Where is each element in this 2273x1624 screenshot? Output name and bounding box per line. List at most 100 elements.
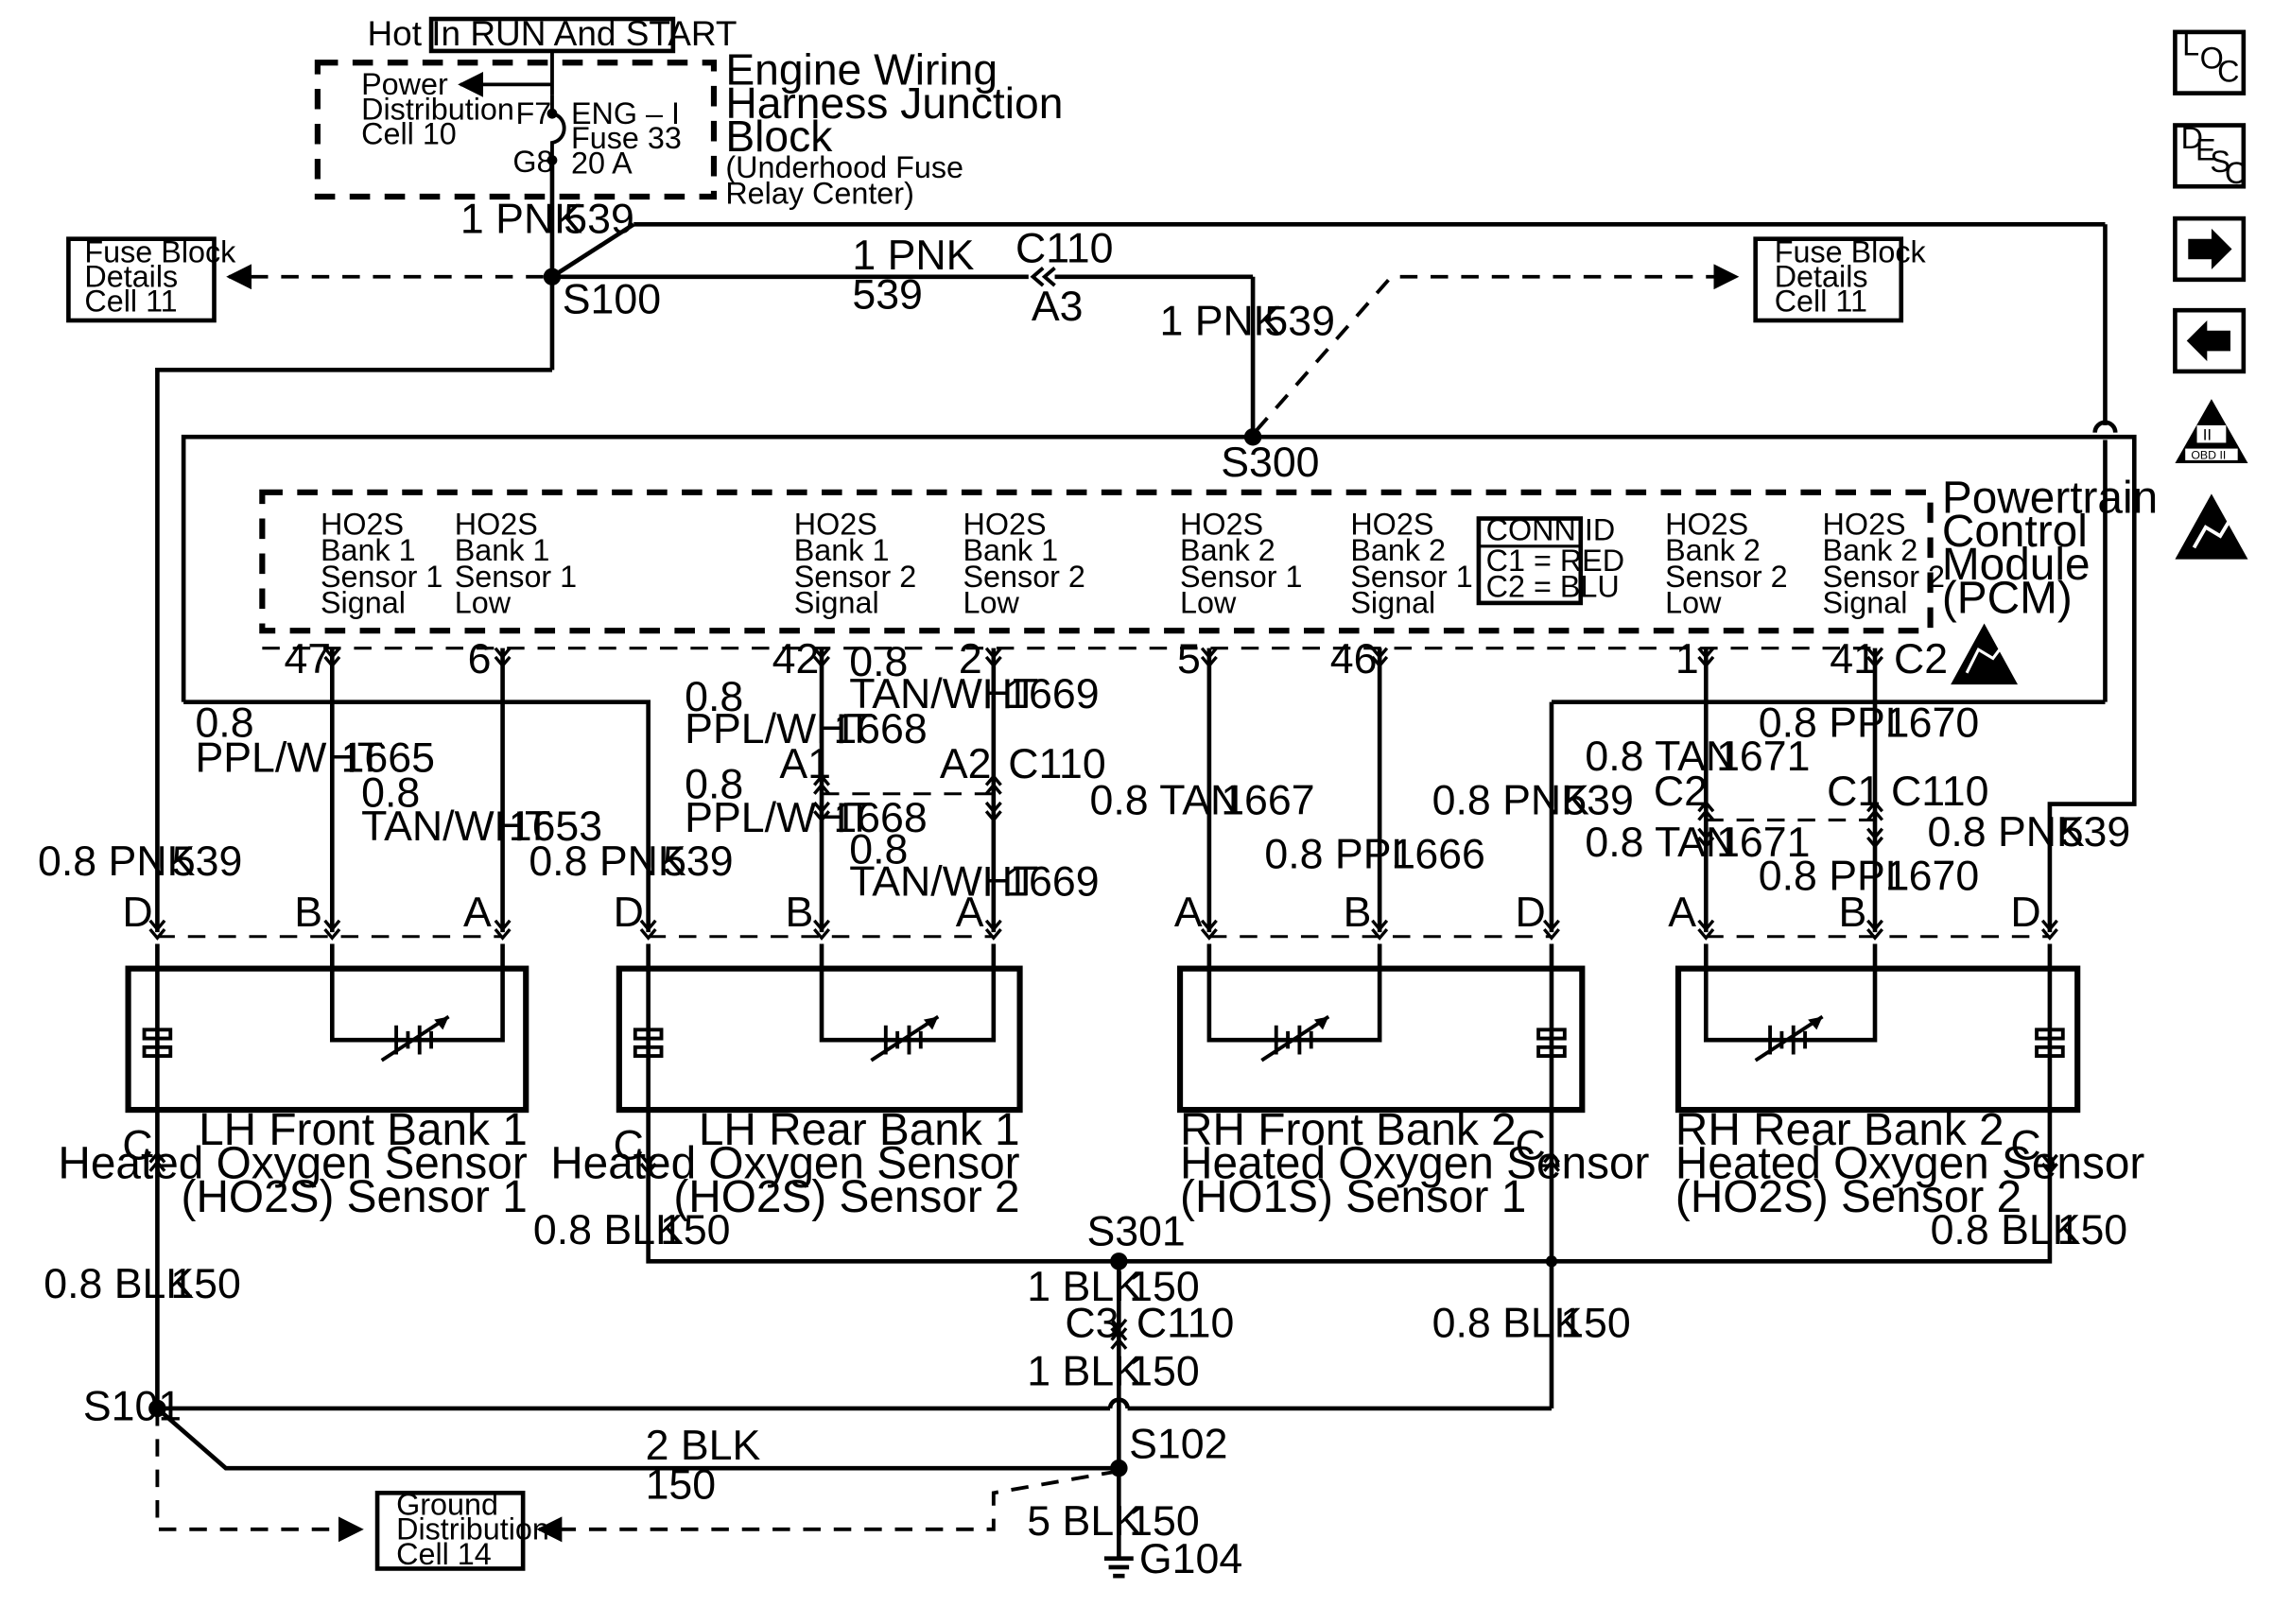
pcm-circuit-line: Bank 2: [1180, 533, 1275, 567]
variable-arrow: [434, 1016, 449, 1030]
sensor-name-line: LH Front Bank 1: [199, 1105, 528, 1155]
wire-label: 0.8: [685, 674, 743, 720]
fuse-block-left: Fuse Block Details Cell 11: [66, 234, 236, 323]
circuit-label: 150: [1560, 1300, 1631, 1346]
pcm-circuit-line: Sensor 2: [794, 560, 916, 594]
pcm-title-1: Powertrain: [1942, 473, 2158, 523]
arrow-left-icon[interactable]: [2173, 307, 2247, 374]
splice-label-s102: S102: [1129, 1421, 1227, 1467]
pcm-circuit-line: Bank 2: [1350, 533, 1446, 567]
pin-label: C3: [1065, 1300, 1119, 1346]
pin-label: C2: [1654, 769, 1708, 815]
pcm-circuit-line: Low: [455, 586, 512, 620]
pcm-circuit-line: Signal: [794, 586, 879, 620]
conn-id-box: CONN ID C1 = RED C2 = BLU: [1476, 513, 1624, 606]
pin-chevron: [1697, 647, 1715, 668]
wire-label: 1 BLK: [1027, 1348, 1142, 1394]
wire-label: 0.8 BLK: [43, 1261, 194, 1307]
ground-dist-l3: Cell 14: [396, 1537, 492, 1571]
sensor-pin: A: [463, 890, 492, 936]
sensor-name-line: LH Rear Bank 1: [699, 1105, 1020, 1155]
pcm-circuit-line: Sensor 2: [1823, 560, 1945, 594]
power-dist-line1: Power: [361, 67, 448, 101]
engine-junction-block: Power Distribution Cell 10 F7 G8 ENG – I…: [314, 50, 718, 200]
circuit-label: 539: [1264, 298, 1335, 344]
wire-label: 0.8 PNK: [529, 838, 686, 885]
sensor-name-line: Heated Oxygen Sensor: [550, 1139, 1019, 1189]
sensor-name-line: Heated Oxygen Sensor: [58, 1139, 527, 1189]
wire-label: 0.8 TAN: [1585, 734, 1736, 780]
wire-label: TAN/WHT: [361, 803, 550, 850]
pcm-circuit-line: HO2S: [455, 507, 538, 541]
splice-label-s300: S300: [1221, 440, 1319, 486]
circuit-label: 1669: [1005, 859, 1099, 906]
variable-element: [870, 1014, 940, 1063]
wire-label: 0.8 PNK: [1927, 809, 2085, 855]
desc-letter: E: [2195, 132, 2216, 166]
loc-icon[interactable]: L O C: [2173, 28, 2247, 95]
sensor-pin: B: [1344, 890, 1372, 936]
ground-label-g104: G104: [1139, 1536, 1242, 1582]
pin-chevron: [323, 919, 341, 941]
pcm-circuit-line: Bank 1: [963, 533, 1058, 567]
wire-label: PPL/WHT: [685, 795, 873, 841]
sensor-pin: D: [2010, 890, 2040, 936]
wire-label: PPL/WHT: [685, 706, 873, 752]
sensor-name-line: (HO2S) Sensor 1: [182, 1172, 528, 1222]
loc-letter: C: [2217, 54, 2239, 88]
wire-label: 1 BLK: [1027, 1264, 1142, 1310]
wire-label: TAN/WHT: [849, 859, 1038, 906]
wire-label: 0.8: [849, 827, 908, 873]
sensor-pin: D: [122, 890, 152, 936]
pcm-pin: 5: [1177, 636, 1201, 682]
connector-label: C110: [1136, 1300, 1234, 1346]
splice-label-s101: S101: [83, 1383, 182, 1429]
wire-label: 0.8 PPL: [1759, 853, 1909, 899]
pcm-title-3: Module: [1942, 540, 2091, 590]
pcm-pin: 1: [1675, 636, 1699, 682]
pcm-pin: 47: [284, 636, 331, 682]
circuit-label: 539: [852, 272, 923, 319]
hot-in-run-start-box: Hot In RUN And START: [367, 14, 737, 54]
splice-label-s100: S100: [563, 276, 661, 322]
sensor-pin: B: [1838, 890, 1866, 936]
junction-note-2: Relay Center): [725, 177, 914, 211]
connector-label: C110: [1008, 741, 1105, 787]
pin-chevron: [323, 647, 341, 668]
circuit-label: 539: [564, 197, 634, 243]
pin-label: A2: [940, 741, 992, 787]
pcm-circuit-line: Bank 1: [455, 533, 550, 567]
conn-id-c2: C2 = BLU: [1486, 570, 1620, 604]
wire-label: 0.8 PPL: [1759, 700, 1909, 747]
pin-chevron: [813, 919, 831, 941]
wire-label: 0.8 PPL: [1264, 831, 1414, 877]
variable-arrow: [1313, 1016, 1329, 1030]
pcm-circuit-line: HO2S: [794, 507, 877, 541]
circuit-label: 1667: [1221, 777, 1314, 823]
splice-s102: [1110, 1459, 1128, 1477]
esd-icon: [2175, 493, 2248, 560]
fuse-line1: ENG – I: [571, 96, 680, 130]
arrow-right-icon[interactable]: [2173, 216, 2247, 283]
pcm-circuit-line: Bank 2: [1823, 533, 1918, 567]
wire-label: 0.8: [685, 761, 743, 807]
circuit-label: 539: [2060, 809, 2131, 855]
pcm-title-2: Control: [1942, 507, 2088, 557]
pcm-circuit-line: Low: [1665, 586, 1722, 620]
pcm-circuit-line: Signal: [321, 586, 406, 620]
connector-label: C110: [1891, 769, 1988, 815]
desc-icon[interactable]: D E S C: [2173, 121, 2247, 190]
variable-element: [1754, 1014, 1824, 1063]
f7-label: F7: [515, 96, 551, 130]
loc-letter: O: [2200, 41, 2224, 75]
conn-id-title: CONN ID: [1486, 513, 1616, 547]
circuit-label: 1668: [833, 706, 927, 752]
fuse-block-right-l1: Fuse Block: [1775, 234, 1927, 268]
pcm-circuit-line: Bank 1: [321, 533, 416, 567]
sensor-pin: A: [1668, 890, 1696, 936]
pin-chevron: [984, 773, 1002, 795]
variable-element: [380, 1014, 450, 1063]
circuit-label: 1665: [341, 735, 435, 782]
pin-label: A3: [1032, 284, 1084, 330]
fuse-block-left-l3: Cell 11: [84, 285, 177, 319]
